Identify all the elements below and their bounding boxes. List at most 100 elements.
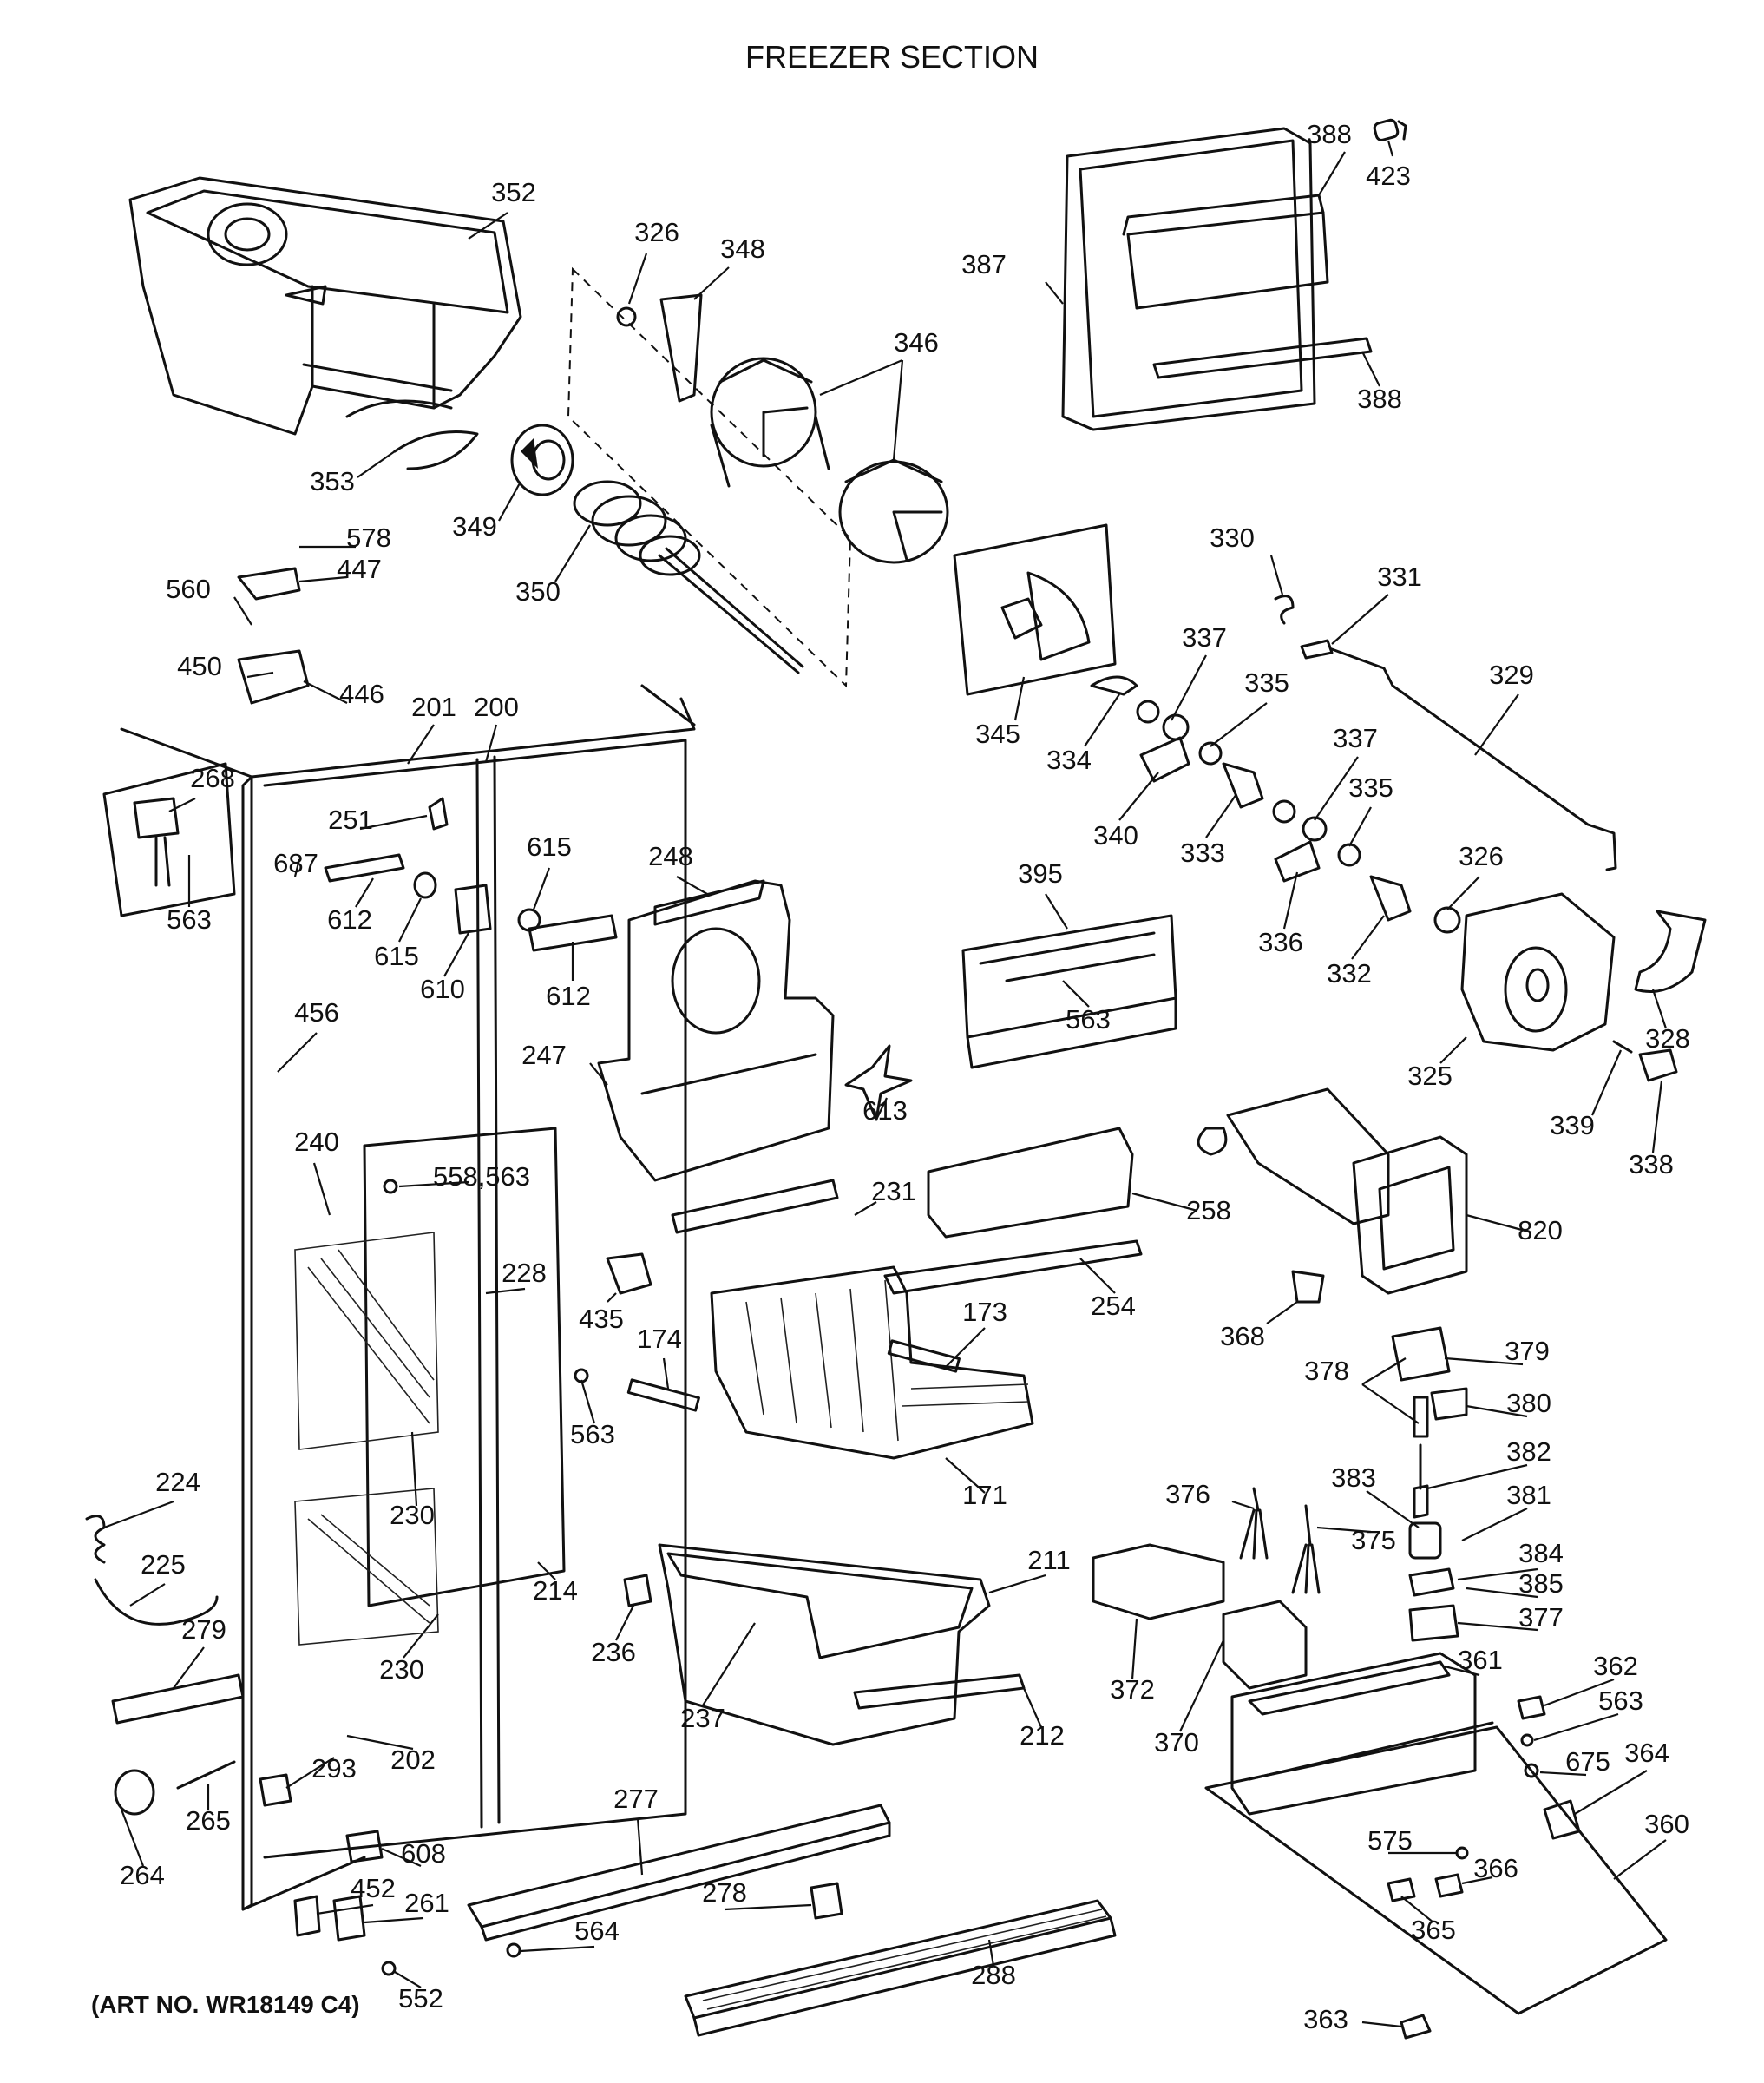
callout-381: 381: [1506, 1480, 1551, 1510]
callout-335: 335: [1348, 772, 1393, 803]
ice-bucket-352: [128, 176, 522, 436]
callout-563: 563: [570, 1419, 615, 1449]
solenoid-stack: [1391, 1326, 1468, 1642]
callout-382: 382: [1506, 1436, 1551, 1467]
harness-375: [1291, 1504, 1321, 1594]
harness-376: [1239, 1487, 1269, 1560]
callout-383: 383: [1331, 1462, 1376, 1493]
callout-171: 171: [962, 1480, 1007, 1510]
callout-558-563: 558,563: [433, 1161, 530, 1192]
callout-615: 615: [527, 831, 572, 862]
nut-326: [616, 306, 637, 327]
callout-361: 361: [1458, 1645, 1503, 1675]
auger-350: [573, 480, 804, 674]
callout-240: 240: [294, 1127, 339, 1157]
rail-277: [467, 1804, 891, 1942]
agitator-346: [710, 357, 949, 564]
callout-552: 552: [398, 1983, 443, 2014]
dashed-outline: [567, 266, 852, 688]
callout-575: 575: [1367, 1825, 1413, 1856]
clip-236: [623, 1574, 652, 1607]
callout-563: 563: [1598, 1685, 1643, 1716]
callout-214: 214: [533, 1575, 578, 1606]
clip-331: [1300, 639, 1334, 660]
callout-363: 363: [1303, 2004, 1348, 2034]
bracket-278: [810, 1882, 843, 1920]
callout-237: 237: [680, 1703, 725, 1733]
callout-610: 610: [420, 974, 465, 1004]
housing-247: [597, 879, 839, 1234]
callout-563: 563: [1066, 1004, 1111, 1035]
callout-173: 173: [962, 1297, 1007, 1327]
callout-335: 335: [1244, 667, 1289, 698]
callout-248: 248: [648, 841, 693, 871]
fasteners: [237, 285, 618, 1383]
callout-456: 456: [294, 997, 339, 1028]
callout-366: 366: [1473, 1853, 1518, 1883]
callout-228: 228: [502, 1258, 547, 1288]
cover-328: [1634, 910, 1707, 993]
callout-254: 254: [1091, 1291, 1136, 1321]
art-number: (ART NO. WR18149 C4): [91, 1991, 360, 2018]
callout-265: 265: [186, 1805, 231, 1836]
callout-337: 337: [1333, 723, 1378, 753]
callout-360: 360: [1644, 1809, 1689, 1839]
callout-261: 261: [404, 1888, 449, 1918]
callout-368: 368: [1220, 1321, 1265, 1351]
callout-385: 385: [1518, 1568, 1564, 1599]
cabinet-456: [120, 684, 696, 1911]
socket-268: [102, 762, 236, 917]
callout-288: 288: [971, 1960, 1016, 1990]
callout-346: 346: [894, 327, 939, 358]
cover-372: [1092, 1543, 1225, 1620]
callout-435: 435: [579, 1304, 624, 1334]
rail-174: [626, 1378, 700, 1412]
callout-384: 384: [1518, 1538, 1564, 1568]
callout-612: 612: [546, 981, 591, 1011]
callout-268: 268: [190, 763, 235, 793]
callout-379: 379: [1505, 1336, 1550, 1366]
basket-171: [710, 1265, 1034, 1460]
callout-328: 328: [1645, 1023, 1690, 1054]
blade-348: [659, 293, 703, 403]
callout-329: 329: [1489, 660, 1534, 690]
callout-212: 212: [1020, 1720, 1065, 1751]
callout-339: 339: [1550, 1110, 1595, 1140]
callout-563: 563: [167, 904, 212, 935]
callout-278: 278: [702, 1877, 747, 1908]
callout-202: 202: [390, 1745, 436, 1775]
callout-387: 387: [961, 249, 1007, 279]
callout-230: 230: [379, 1654, 424, 1685]
callout-264: 264: [120, 1860, 165, 1890]
bracket-368: [1291, 1270, 1325, 1304]
icemaker-820: [1197, 1087, 1468, 1295]
callout-388: 388: [1307, 119, 1352, 149]
callout-332: 332: [1327, 958, 1372, 989]
lower-left-parts: [85, 1515, 245, 1816]
pin-339: [1612, 1040, 1633, 1054]
callout-362: 362: [1593, 1651, 1638, 1681]
callout-375: 375: [1351, 1525, 1396, 1555]
callout-613: 613: [862, 1095, 908, 1126]
coupling-349: [510, 424, 574, 496]
callout-326: 326: [634, 217, 679, 247]
callout-236: 236: [591, 1637, 636, 1667]
callout-687: 687: [273, 848, 318, 878]
callout-578: 578: [346, 522, 391, 553]
spring-330: [1274, 595, 1295, 625]
small-parts-left: [259, 1773, 521, 1976]
rod-329: [1330, 647, 1617, 871]
callout-608: 608: [401, 1838, 446, 1869]
callout-251: 251: [328, 805, 373, 835]
callout-370: 370: [1154, 1727, 1199, 1758]
callout-334: 334: [1046, 745, 1092, 775]
callout-353: 353: [310, 466, 355, 496]
callout-372: 372: [1110, 1674, 1155, 1705]
callout-365: 365: [1411, 1915, 1456, 1945]
callout-446: 446: [339, 679, 384, 709]
callout-820: 820: [1518, 1215, 1563, 1245]
wire-353: [393, 430, 479, 470]
callout-247: 247: [521, 1040, 567, 1070]
callout-364: 364: [1624, 1738, 1669, 1768]
callout-337: 337: [1182, 622, 1227, 653]
